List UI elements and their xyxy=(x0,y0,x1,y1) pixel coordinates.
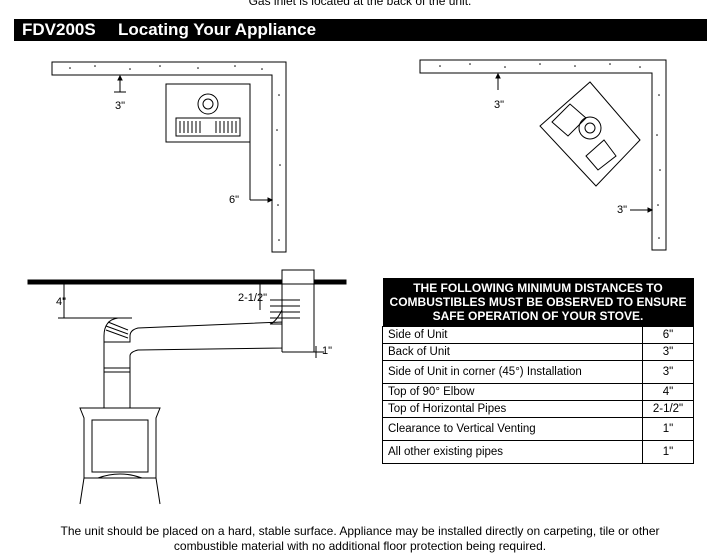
table-row: Back of Unit 3" xyxy=(382,343,694,361)
diagram-corner xyxy=(419,59,667,251)
label-back-wall-clearance-1: 3" xyxy=(115,100,126,112)
section-title-bar: FDV200S Locating Your Appliance xyxy=(14,19,707,41)
row-label: Side of Unit in corner (45°) Installatio… xyxy=(382,360,643,384)
row-value: 3" xyxy=(642,360,694,384)
row-value: 2-1/2" xyxy=(642,400,694,418)
row-label: Top of 90° Elbow xyxy=(382,383,643,401)
label-vertical-vent-clearance: 1" xyxy=(322,345,333,357)
model-name: FDV200S xyxy=(22,20,96,39)
label-back-wall-clearance-2: 3" xyxy=(494,99,505,111)
label-horizontal-pipe-clearance: 2-1/2" xyxy=(238,292,267,304)
footer-note: The unit should be placed on a hard, sta… xyxy=(0,524,720,554)
diagram-back-wall xyxy=(51,61,287,253)
page-title: Locating Your Appliance xyxy=(118,20,317,39)
table-row: Clearance to Vertical Venting 1" xyxy=(382,417,694,441)
label-top-elbow-clearance: 4" xyxy=(56,296,67,308)
table-row: Side of Unit 6" xyxy=(382,326,694,344)
clearance-table: THE FOLLOWING MINIMUM DISTANCES TO COMBU… xyxy=(382,278,694,464)
row-value: 1" xyxy=(642,440,694,464)
row-value: 1" xyxy=(642,417,694,441)
table-row: Side of Unit in corner (45°) Installatio… xyxy=(382,360,694,384)
table-row: Top of Horizontal Pipes 2-1/2" xyxy=(382,400,694,418)
table-row: All other existing pipes 1" xyxy=(382,440,694,464)
table-row: Top of 90° Elbow 4" xyxy=(382,383,694,401)
label-side-clearance-1: 6" xyxy=(229,194,240,206)
row-label: Back of Unit xyxy=(382,343,643,361)
row-label: All other existing pipes xyxy=(382,440,643,464)
table-header: THE FOLLOWING MINIMUM DISTANCES TO COMBU… xyxy=(382,278,694,327)
footer-line-1: The unit should be placed on a hard, sta… xyxy=(60,524,660,538)
row-label: Side of Unit xyxy=(382,326,643,344)
row-label: Top of Horizontal Pipes xyxy=(382,400,643,418)
row-label: Clearance to Vertical Venting xyxy=(382,417,643,441)
row-value: 6" xyxy=(642,326,694,344)
cut-off-text: Gas inlet is located at the back of the … xyxy=(248,0,472,8)
footer-line-2: combustible material with no additional … xyxy=(173,539,547,553)
table-header-row: THE FOLLOWING MINIMUM DISTANCES TO COMBU… xyxy=(382,278,694,327)
row-value: 4" xyxy=(642,383,694,401)
label-side-clearance-2: 3" xyxy=(617,204,628,216)
diagram-venting xyxy=(27,269,347,505)
row-value: 3" xyxy=(642,343,694,361)
